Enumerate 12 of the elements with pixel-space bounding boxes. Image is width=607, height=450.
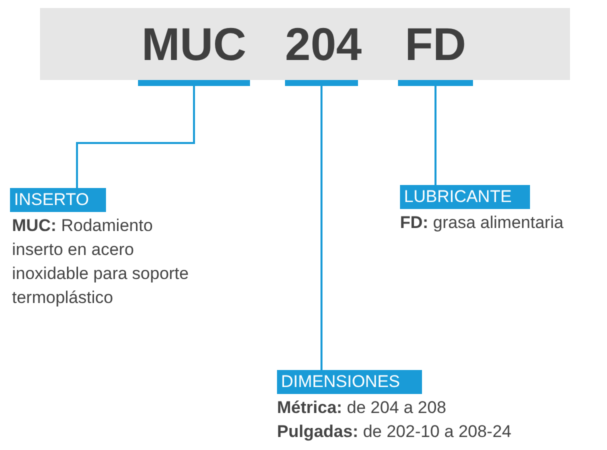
description-text: Pulgadas: de 202-10 a 208-24 [277,421,512,443]
category-tag: DIMENSIONES [277,370,422,394]
code-text: FD [404,17,468,72]
description-text: FD: grasa alimentaria [400,212,564,234]
category-tag: LUBRICANTE [400,185,530,209]
code-text: MUC [140,17,248,72]
connector-line [76,86,195,188]
connector-line [320,86,322,370]
category-tag: INSERTO [10,188,106,212]
description-text: MUC: Rodamiento inserto en acero inoxidable para soporte termoplástico [12,215,190,309]
description-text: Métrica: de 204 a 208 [277,397,448,419]
connector-line [434,86,436,185]
